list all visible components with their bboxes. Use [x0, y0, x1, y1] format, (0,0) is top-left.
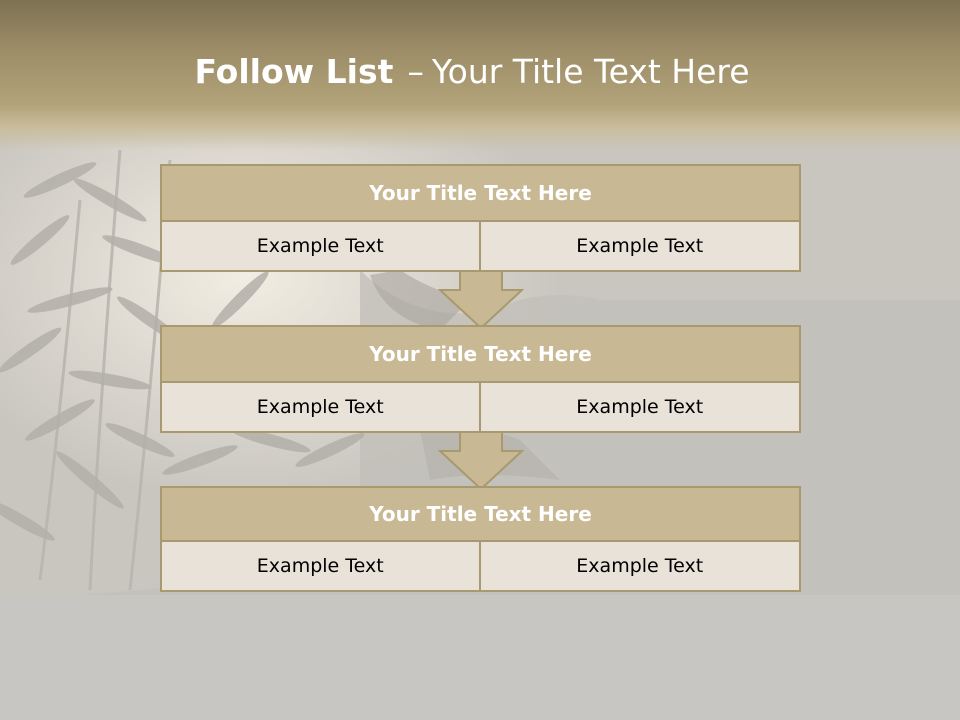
step-row: Example Text Example Text: [160, 383, 801, 433]
step-cell-left: Example Text: [160, 542, 481, 592]
step-cell-right: Example Text: [478, 383, 801, 433]
step-cell-left: Example Text: [160, 222, 481, 272]
step-2: Your Title Text Here Example Text Exampl…: [160, 325, 801, 433]
slide-title: Follow List–Your Title Text Here: [0, 52, 944, 91]
step-title: Your Title Text Here: [160, 325, 801, 383]
slide-title-rest: Your Title Text Here: [431, 52, 750, 91]
step-3: Your Title Text Here Example Text Exampl…: [160, 486, 801, 592]
slide-title-bold: Follow List: [194, 52, 394, 91]
down-arrow-icon: [438, 431, 524, 491]
step-cell-left: Example Text: [160, 383, 481, 433]
slide-title-dash: –: [407, 52, 424, 91]
step-row: Example Text Example Text: [160, 222, 801, 272]
step-row: Example Text Example Text: [160, 542, 801, 592]
down-arrow-icon: [438, 270, 524, 330]
step-cell-right: Example Text: [478, 222, 801, 272]
header-band: [0, 0, 960, 150]
step-title: Your Title Text Here: [160, 164, 801, 222]
step-1: Your Title Text Here Example Text Exampl…: [160, 164, 801, 272]
step-title: Your Title Text Here: [160, 486, 801, 542]
step-cell-right: Example Text: [478, 542, 801, 592]
